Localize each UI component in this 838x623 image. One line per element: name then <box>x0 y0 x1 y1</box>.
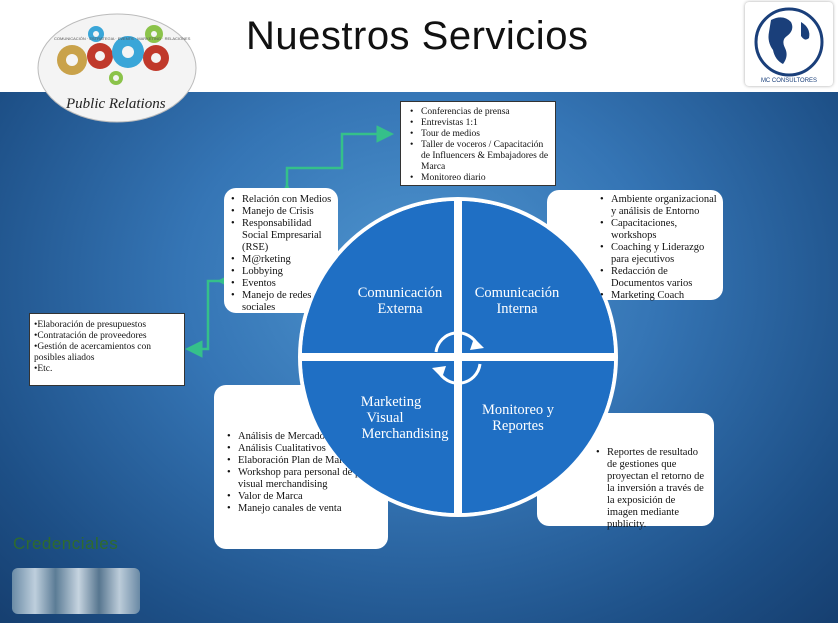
globe-icon <box>768 17 810 64</box>
list-item: •Gestión de acercamientos con posibles a… <box>34 342 152 363</box>
list-item: Manejo de Crisis <box>231 206 334 218</box>
list-item: M@rketing <box>231 254 334 266</box>
box-gestion-detail: •Elaboración de presupuestos •Contrataci… <box>29 313 185 386</box>
list-item: Coaching y Liderazgo para ejecutivos <box>600 242 717 266</box>
connector-arrow-top <box>278 125 394 201</box>
list-item: Redacción de Documentos varios <box>600 266 717 290</box>
list-item: Relación con Medios <box>231 194 334 206</box>
list-item: Elaboración Plan de Marketing <box>227 455 382 467</box>
connector-arrow-left <box>185 272 235 358</box>
mc-logo-text: MC CONSULTORES <box>761 78 817 84</box>
mc-consultores-logo: MC CONSULTORES <box>745 2 833 86</box>
list-item: Reportes de resultado de gestiones que p… <box>596 447 708 531</box>
list-item: Tour de medios <box>410 129 549 140</box>
list-item: •Elaboración de presupuestos <box>34 320 147 330</box>
list-item: Entrevistas 1:1 <box>410 118 549 129</box>
public-relations-logo: COMUNICACIÓN · ESTRATEGIA · EVENTS · MAR… <box>36 12 198 124</box>
list-item: Workshop para personal de piso, visual m… <box>227 467 382 491</box>
box-comunicacion-externa-detail: Conferencias de prensa Entrevistas 1:1 T… <box>400 101 556 186</box>
list-item: Marketing Coach <box>600 290 717 302</box>
list-item: Análisis Cualitativos <box>227 443 382 455</box>
list-item: Lobbying <box>231 266 334 278</box>
list-item: Capacitaciones, workshops <box>600 218 717 242</box>
pr-logo-text: Public Relations <box>65 96 166 112</box>
gear-icon <box>57 25 169 85</box>
box-comunicacion-externa: Relación con Medios Manejo de Crisis Res… <box>224 188 338 313</box>
pr-logo-word: COMUNICACIÓN · ESTRATEGIA · EVENTS · MAR… <box>54 36 191 41</box>
list-item: Manejo de redes sociales <box>231 290 334 314</box>
box-comunicacion-interna: Ambiente organizacional y análisis de En… <box>547 190 723 302</box>
credenciales-label[interactable]: Credenciales <box>13 534 119 553</box>
list-item: •Contratación de proveedores <box>34 331 147 341</box>
list-item: Manejo canales de venta <box>227 503 382 515</box>
list-item: Valor de Marca <box>227 491 382 503</box>
list-item: Análisis de Mercados <box>227 431 382 443</box>
list-item: Conferencias de prensa <box>410 107 549 118</box>
list-item: Eventos <box>231 278 334 290</box>
list-item: Responsabilidad Social Empresarial (RSE) <box>231 218 334 254</box>
list-item: Taller de voceros / Capacitación de Infl… <box>410 140 549 173</box>
list-item: Ambiente organizacional y análisis de En… <box>600 194 717 218</box>
list-item: •Etc. <box>34 364 53 374</box>
page-title: Nuestros Servicios <box>246 14 589 58</box>
credenciales-image-strip[interactable] <box>12 568 140 614</box>
list-item: Monitoreo diario <box>410 173 549 184</box>
